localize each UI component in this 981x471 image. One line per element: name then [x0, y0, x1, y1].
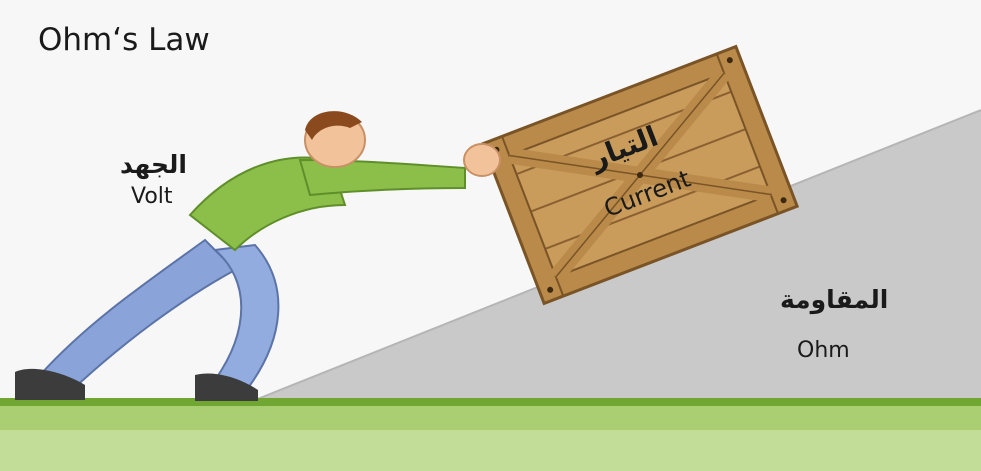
resistance-label-en: Ohm [797, 338, 850, 363]
voltage-label-en: Volt [131, 184, 173, 209]
resistance-label-ar: المقاومة [780, 285, 888, 314]
page-title: Ohm‘s Law [38, 22, 210, 58]
voltage-label-ar: الجهد [120, 150, 187, 179]
